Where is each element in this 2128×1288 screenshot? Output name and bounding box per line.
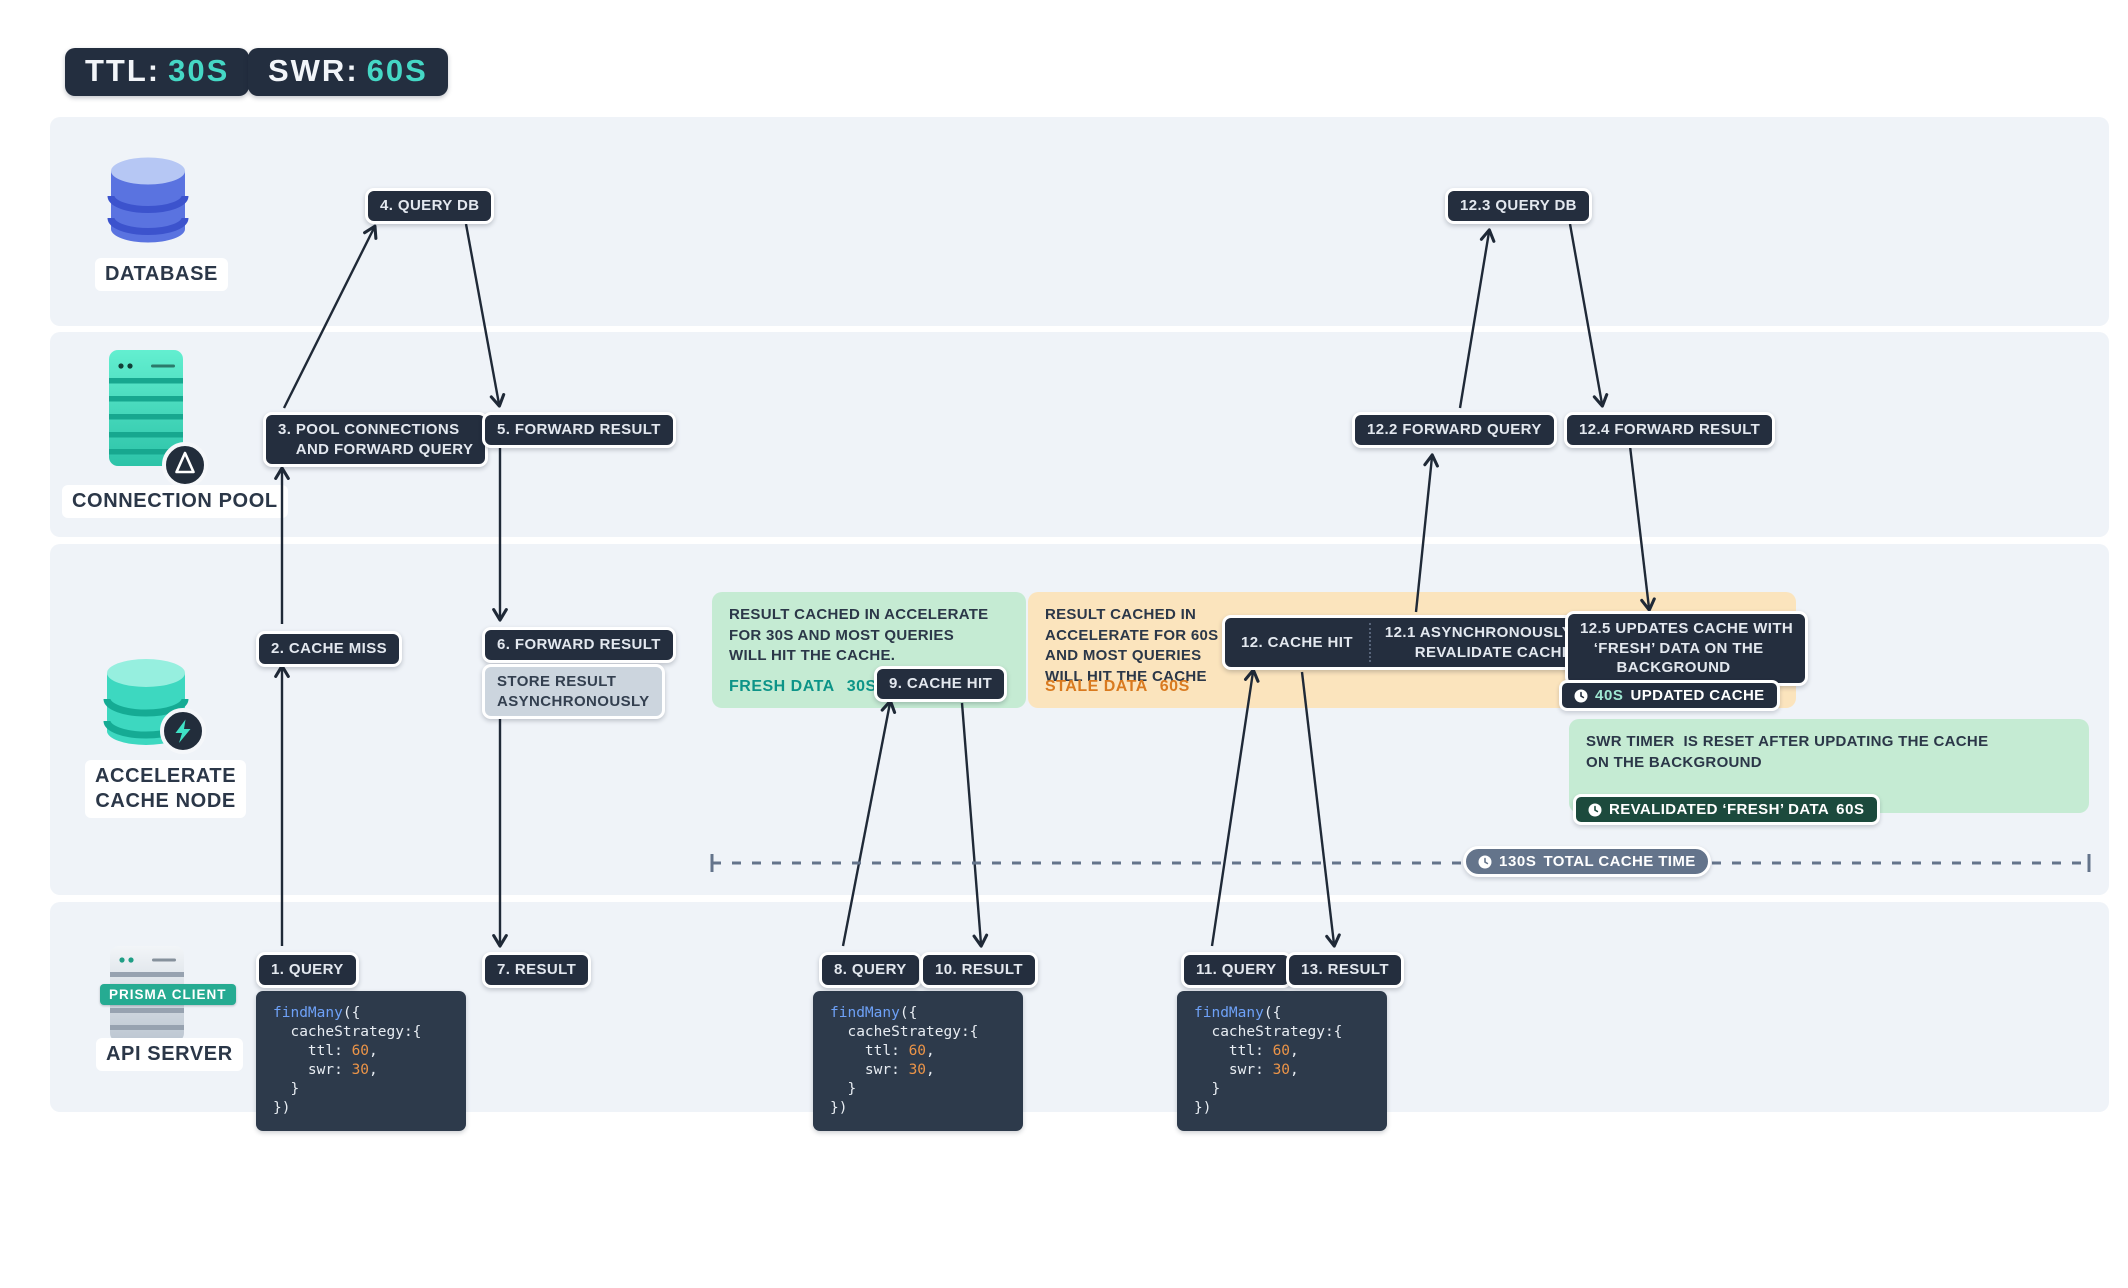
step-12-cache-hit: 12. CACHE HIT xyxy=(1241,633,1353,651)
swr-label: SWR: xyxy=(268,53,359,88)
step-7-result: 7. RESULT xyxy=(482,952,592,988)
step-12-group: 12. CACHE HIT 12.1 ASYNCHRONOUSLY REVALI… xyxy=(1222,615,1590,670)
updated-cache-value: 40S xyxy=(1595,687,1624,704)
database-icon xyxy=(107,157,189,243)
total-cache-label: TOTAL CACHE TIME xyxy=(1543,853,1696,870)
prisma-client-badge: PRISMA CLIENT xyxy=(100,984,236,1005)
clock-icon xyxy=(1574,689,1588,702)
revalidated-value: 60S xyxy=(1836,801,1865,818)
step-1-query: 1. QUERY xyxy=(256,952,359,988)
total-cache-time-badge: 130S TOTAL CACHE TIME xyxy=(1463,846,1711,877)
code-snippet-2: findMany({ cacheStrategy:{ ttl: 60, swr:… xyxy=(813,991,1023,1131)
fresh-tag-label: FRESH DATA xyxy=(729,678,835,695)
accelerate-cache-node-label: ACCELERATE CACHE NODE xyxy=(85,760,247,818)
revalidated-label: REVALIDATED ‘FRESH’ DATA xyxy=(1609,801,1830,818)
step-13-result: 13. RESULT xyxy=(1286,952,1404,988)
step-8-query: 8. QUERY xyxy=(819,952,922,988)
step-10-result: 10. RESULT xyxy=(920,952,1038,988)
clock-icon xyxy=(1588,803,1602,816)
connection-pool-icon xyxy=(109,350,183,466)
step-12-2-forward-query: 12.2 FORWARD QUERY xyxy=(1352,412,1557,448)
lightning-icon xyxy=(160,708,206,754)
dotted-divider xyxy=(1368,623,1371,662)
ttl-badge: TTL:30S xyxy=(65,48,250,96)
revalidated-fresh-data-badge: REVALIDATED ‘FRESH’ DATA 60S xyxy=(1573,794,1880,825)
connection-pool-label: CONNECTION POOL xyxy=(62,485,288,518)
lane-database xyxy=(50,117,2109,326)
database-label: DATABASE xyxy=(95,258,228,291)
step-12-4-forward-result: 12.4 FORWARD RESULT xyxy=(1564,412,1776,448)
swr-badge: SWR:60S xyxy=(248,48,448,96)
ttl-label: TTL: xyxy=(85,53,161,88)
stale-data-tag: STALE DATA 60S xyxy=(1045,678,1190,696)
total-cache-value: 130S xyxy=(1499,853,1537,870)
step-3-pool-connections: 3. POOL CONNECTIONS AND FORWARD QUERY xyxy=(263,412,489,467)
stale-tag-label: STALE DATA xyxy=(1045,678,1148,695)
step-5-forward-result: 5. FORWARD RESULT xyxy=(482,412,676,448)
stale-tag-value: 60S xyxy=(1159,678,1190,695)
step-9-cache-hit: 9. CACHE HIT xyxy=(874,666,1008,702)
updated-cache-badge: 40S UPDATED CACHE xyxy=(1559,680,1780,711)
code-snippet-1: findMany({ cacheStrategy:{ ttl: 60, swr:… xyxy=(256,991,466,1131)
prisma-logo-icon xyxy=(162,442,208,488)
updated-cache-label: UPDATED CACHE xyxy=(1630,687,1765,704)
swr-value: 60S xyxy=(366,53,428,88)
step-12-1-revalidate-cache: 12.1 ASYNCHRONOUSLY REVALIDATE CACHE xyxy=(1384,624,1573,661)
api-server-label: API SERVER xyxy=(96,1038,243,1071)
clock-icon xyxy=(1478,855,1492,868)
ttl-value: 30S xyxy=(168,53,230,88)
fresh-tag-value: 30S xyxy=(846,678,877,695)
step-12-3-query-db: 12.3 QUERY DB xyxy=(1445,188,1592,224)
step-2-cache-miss: 2. CACHE MISS xyxy=(256,631,403,667)
store-result-note: STORE RESULT ASYNCHRONOUSLY xyxy=(482,664,665,719)
step-12-5-updates-cache: 12.5 UPDATES CACHE WITH ‘FRESH’ DATA ON … xyxy=(1565,611,1809,686)
step-6-forward-result: 6. FORWARD RESULT xyxy=(482,627,676,663)
swr-reset-text: SWR TIMER IS RESET AFTER UPDATING THE CA… xyxy=(1586,733,1989,771)
step-11-query: 11. QUERY xyxy=(1181,952,1292,988)
code-snippet-3: findMany({ cacheStrategy:{ ttl: 60, swr:… xyxy=(1177,991,1387,1131)
fresh-data-tag: FRESH DATA 30S xyxy=(729,678,877,696)
stale-data-text: RESULT CACHED IN ACCELERATE FOR 60S AND … xyxy=(1045,606,1219,686)
step-4-query-db: 4. QUERY DB xyxy=(365,188,495,224)
fresh-data-text: RESULT CACHED IN ACCELERATE FOR 30S AND … xyxy=(729,606,989,665)
